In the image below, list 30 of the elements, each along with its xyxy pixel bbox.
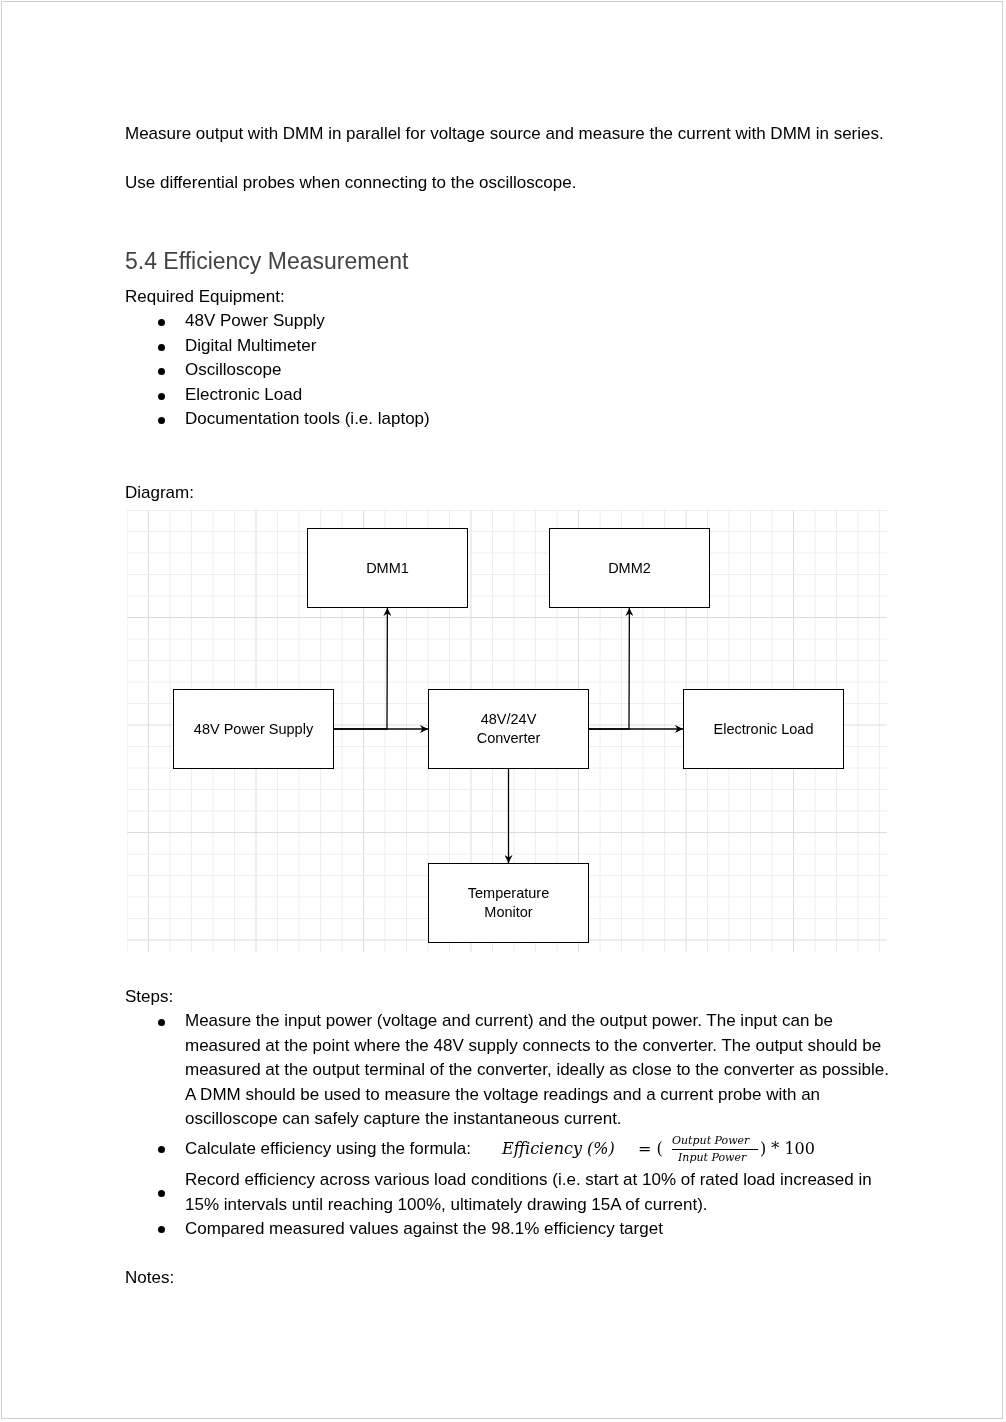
list-item: Oscilloscope (185, 359, 282, 381)
list-heading: Required Equipment: (125, 286, 285, 308)
arrow (504, 768, 513, 864)
section-label: Notes: (125, 1267, 175, 1289)
block-box: DMM1 (307, 528, 468, 608)
formula-text: ) * 100 (760, 1139, 815, 1158)
formula-numerator: Output Power (672, 1135, 750, 1147)
list-item: Compared measured values against the 98.1% efficiency target (185, 1218, 663, 1240)
list-item: Measure the input power (voltage and current) and the output power. The input can be measured at the point where the 48V supply connects to the converter. The output should be measured at the output terminal of the converter, ideally as close to the converter as possible. A DMM should be used to measure the voltage readings and a current probe with an oscilloscope can safely capture the instantaneous current. (185, 1010, 890, 1130)
section-label: Steps: (125, 986, 174, 1008)
list-item: Record efficiency across various load conditions (i.e. start at 10% of rated load increased in 15% intervals until reaching 100%, ultimately drawing 15A of current). (185, 1169, 873, 1216)
list-item: Digital Multimeter (185, 334, 317, 357)
list-item: Calculate efficiency using the formula: (185, 1138, 471, 1160)
arrow (588, 607, 634, 730)
paragraph-text: Use differential probes when connecting to the oscilloscope. (125, 172, 578, 194)
section-label: Diagram: (125, 482, 194, 504)
paragraph-text: Measure output with DMM in parallel for voltage source and measure the current with DMM in series. (125, 123, 885, 145)
list-item: Electronic Load (185, 383, 303, 406)
formula-text: Efficiency (%) (502, 1139, 615, 1158)
block-box: Electronic Load (683, 689, 844, 769)
list-item: 48V Power Supply (185, 310, 325, 332)
block-box: DMM2 (549, 528, 710, 608)
list-item: Documentation tools (i.e. laptop) (185, 408, 430, 430)
arrow (333, 607, 392, 730)
formula-text: = ( (638, 1139, 663, 1158)
formula-denominator: Input Power (678, 1152, 747, 1164)
block-box: 48V/24V Converter (428, 689, 589, 769)
block-box: 48V Power Supply (173, 689, 334, 769)
block-box: Temperature Monitor (428, 863, 589, 943)
section-heading: 5.4 Efficiency Measurement (125, 248, 409, 275)
